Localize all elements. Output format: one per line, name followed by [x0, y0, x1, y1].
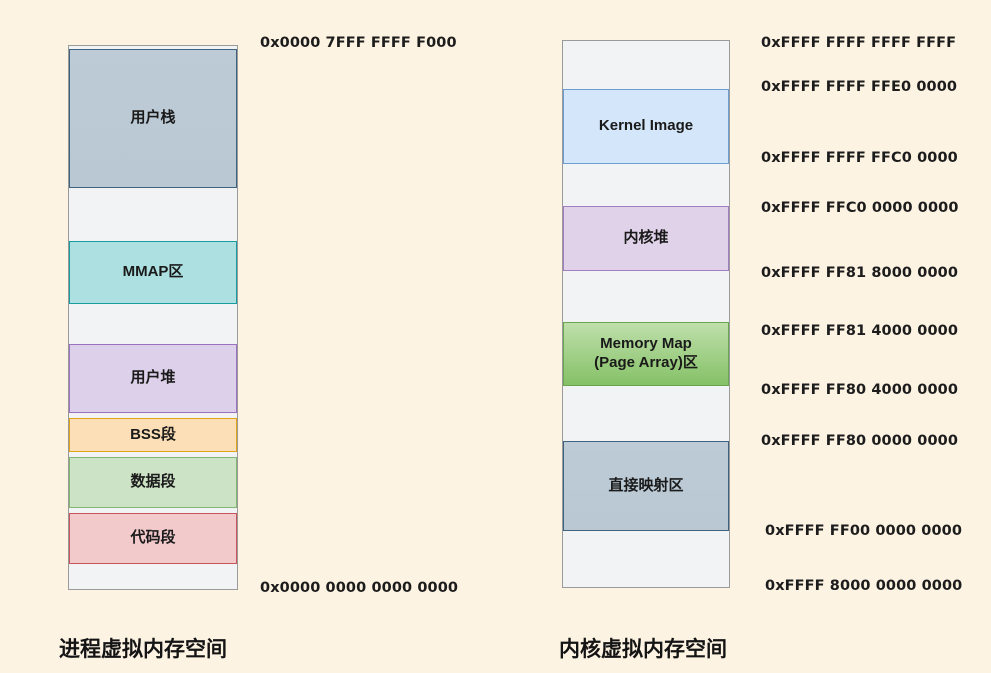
address-label-kernel-7: 0xFFFF FF80 0000 0000 — [761, 433, 959, 449]
memory-block-label: 代码段 — [130, 529, 176, 547]
address-label-process-top: 0x0000 7FFF FFFF F000 — [260, 35, 457, 51]
memory-block-memory-map[interactable]: Memory Map (Page Array)区 — [563, 322, 729, 386]
memory-block-kernel-image[interactable]: Kernel Image — [563, 89, 729, 164]
address-label-process-bottom: 0x0000 0000 0000 0000 — [260, 580, 459, 596]
memory-block-label: 用户堆 — [130, 369, 176, 387]
memory-block-label: Memory Map (Page Array)区 — [594, 335, 698, 371]
address-label-kernel-0: 0xFFFF FFFF FFFF FFFF — [761, 35, 957, 51]
memory-block-mmap[interactable]: MMAP区 — [69, 241, 237, 304]
memory-block-label: 内核堆 — [623, 229, 669, 247]
memory-block-label: 直接映射区 — [608, 476, 684, 494]
process-panel-caption: 进程虚拟内存空间 — [59, 637, 227, 661]
address-label-kernel-3: 0xFFFF FFC0 0000 0000 — [761, 200, 959, 216]
address-label-kernel-2: 0xFFFF FFFF FFC0 0000 — [761, 150, 958, 166]
address-label-kernel-6: 0xFFFF FF80 4000 0000 — [761, 382, 959, 398]
memory-block-direct-mapping[interactable]: 直接映射区 — [563, 441, 729, 531]
kernel-panel-caption: 内核虚拟内存空间 — [559, 637, 727, 661]
memory-block-kernel-heap[interactable]: 内核堆 — [563, 206, 729, 271]
process-memory-column: 用户栈 MMAP区 用户堆 BSS段 数据段 代码段 — [68, 45, 238, 590]
memory-block-label: 用户栈 — [130, 109, 176, 127]
memory-block-bss-segment[interactable]: BSS段 — [69, 418, 237, 452]
address-label-kernel-9: 0xFFFF 8000 0000 0000 — [765, 578, 963, 594]
address-label-kernel-1: 0xFFFF FFFF FFE0 0000 — [761, 79, 958, 95]
memory-block-user-heap[interactable]: 用户堆 — [69, 344, 237, 413]
memory-block-user-stack[interactable]: 用户栈 — [69, 49, 237, 188]
address-label-kernel-5: 0xFFFF FF81 4000 0000 — [761, 323, 959, 339]
memory-block-code-segment[interactable]: 代码段 — [69, 513, 237, 564]
address-label-kernel-4: 0xFFFF FF81 8000 0000 — [761, 265, 959, 281]
address-label-kernel-8: 0xFFFF FF00 0000 0000 — [765, 523, 963, 539]
kernel-memory-column: Kernel Image 内核堆 Memory Map (Page Array)… — [562, 40, 730, 588]
memory-block-label: MMAP区 — [122, 263, 184, 281]
memory-block-label: BSS段 — [130, 425, 176, 443]
memory-block-label: 数据段 — [130, 473, 176, 491]
memory-block-label: Kernel Image — [598, 117, 694, 135]
memory-block-data-segment[interactable]: 数据段 — [69, 457, 237, 508]
